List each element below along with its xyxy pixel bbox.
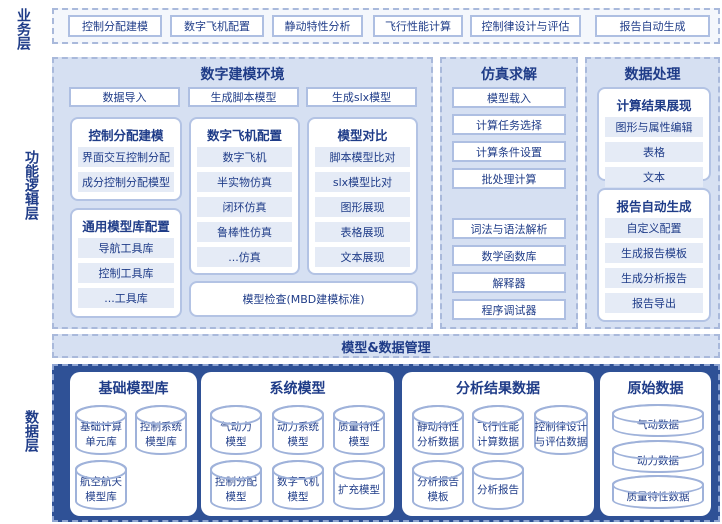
system-model-title: 系统模型 (269, 381, 326, 397)
simulation-title: 仿真求解 (481, 67, 537, 83)
card-item[interactable]: 脚本模型比对 (315, 147, 410, 167)
raw-data-title: 原始数据 (627, 381, 684, 397)
digital-aircraft-card-title: 数字飞机配置 (206, 128, 282, 143)
card-item[interactable]: 图形展现 (315, 197, 410, 217)
database-cylinder-icon[interactable]: 动力数据 (612, 440, 704, 473)
model-compare-card: 模型对比脚本模型比对 slx模型比对图形展现表格展现文本展现 (307, 117, 418, 275)
business-item-button[interactable]: 数字飞机配置 (170, 15, 264, 37)
database-cylinder-icon[interactable]: 分析报告 (472, 460, 524, 510)
card-item[interactable]: ...仿真 (197, 247, 292, 267)
report-generation-card-title: 报告自动生成 (616, 199, 692, 214)
card-item[interactable]: 控制工具库 (78, 263, 174, 283)
business-item-button[interactable]: 控制分配建模 (68, 15, 162, 37)
business-item-button[interactable]: 飞行性能计算 (373, 15, 463, 37)
card-item[interactable]: 鲁棒性仿真 (197, 222, 292, 242)
database-cylinder-icon[interactable]: 分析报告 模板 (412, 460, 464, 510)
card-item[interactable]: 导航工具库 (78, 238, 174, 258)
database-cylinder-icon[interactable]: 扩充模型 (333, 460, 385, 510)
modeling-top-button[interactable]: 生成slx模型 (306, 87, 417, 107)
database-cylinder-icon[interactable]: 数字飞机 模型 (272, 460, 324, 510)
model-data-management-bar: 模型&数据管理 (52, 334, 720, 358)
card-item[interactable]: 界面交互控制分配 (78, 147, 174, 167)
database-cylinder-icon[interactable]: 航空航天 模型库 (75, 460, 127, 510)
modeling-top-button[interactable]: 生成脚本模型 (188, 87, 299, 107)
card-item[interactable]: 生成报告模板 (605, 243, 703, 263)
layer-label-data: 数据层 (23, 410, 39, 452)
card-item[interactable]: 闭环仿真 (197, 197, 292, 217)
database-cylinder-icon[interactable]: 质量特性数据 (612, 475, 704, 509)
layer-label-function: 功能逻辑层 (23, 150, 39, 220)
modeling-title: 数字建模环境 (200, 67, 285, 83)
card-item[interactable]: 半实物仿真 (197, 172, 292, 192)
card-item[interactable]: 成分控制分配模型 (78, 172, 174, 192)
database-cylinder-icon[interactable]: 控制分配 模型 (210, 460, 262, 510)
simulation-button[interactable]: 词法与语法解析 (452, 218, 566, 239)
modeling-top-button[interactable]: 数据导入 (69, 87, 180, 107)
database-cylinder-icon[interactable]: 气动力 模型 (210, 405, 262, 455)
simulation-button[interactable]: 程序调试器 (452, 299, 566, 320)
model-check-button[interactable]: 模型检查(MBD建模标准) (189, 281, 418, 317)
database-cylinder-icon[interactable]: 控制律设计 与评估数据 (534, 405, 588, 455)
layer-label-business: 业务层 (15, 8, 31, 50)
card-item[interactable]: 生成分析报告 (605, 268, 703, 288)
card-item[interactable]: ...工具库 (78, 288, 174, 308)
control-allocation-card-title: 控制分配建模 (88, 128, 164, 143)
card-item[interactable]: 文本展现 (315, 247, 410, 267)
database-cylinder-icon[interactable]: 动力系统 模型 (272, 405, 324, 455)
database-cylinder-icon[interactable]: 基础计算 单元库 (75, 405, 127, 455)
database-cylinder-icon[interactable]: 质量特性 模型 (333, 405, 385, 455)
processing-title: 数据处理 (624, 67, 681, 83)
simulation-button[interactable]: 计算任务选择 (452, 114, 566, 135)
model-library-card-title: 通用模型库配置 (82, 219, 170, 234)
business-item-button[interactable]: 静动特性分析 (272, 15, 363, 37)
card-item[interactable]: 文本 (605, 167, 703, 187)
database-cylinder-icon[interactable]: 飞行性能 计算数据 (472, 405, 524, 455)
card-item[interactable]: 自定义配置 (605, 218, 703, 238)
database-cylinder-icon[interactable]: 控制系统 模型库 (135, 405, 187, 455)
card-item[interactable]: 表格 (605, 142, 703, 162)
card-item[interactable]: 报告导出 (605, 293, 703, 313)
simulation-button[interactable]: 计算条件设置 (452, 141, 566, 162)
business-item-button[interactable]: 报告自动生成 (595, 15, 710, 37)
base-model-library-title: 基础模型库 (98, 381, 169, 397)
card-item[interactable]: 表格展现 (315, 222, 410, 242)
result-display-card-title: 计算结果展现 (616, 98, 692, 113)
card-item[interactable]: slx模型比对 (315, 172, 410, 192)
digital-aircraft-card: 数字飞机配置数字飞机半实物仿真闭环仿真鲁棒性仿真 ...仿真 (189, 117, 300, 275)
model-library-card: 通用模型库配置导航工具库控制工具库 ...工具库 (70, 208, 182, 318)
simulation-button[interactable]: 数学函数库 (452, 245, 566, 266)
database-cylinder-icon[interactable]: 静动特性 分析数据 (412, 405, 464, 455)
control-allocation-card: 控制分配建模界面交互控制分配成分控制分配模型 (70, 117, 182, 201)
report-generation-card: 报告自动生成自定义配置生成报告模板生成分析报告报告导出 (597, 188, 711, 322)
result-display-card: 计算结果展现图形与属性编辑表格文本 (597, 87, 711, 187)
analysis-result-data-title: 分析结果数据 (456, 381, 540, 397)
card-item[interactable]: 图形与属性编辑 (605, 117, 703, 137)
simulation-button[interactable]: 解释器 (452, 272, 566, 293)
simulation-button[interactable]: 批处理计算 (452, 168, 566, 189)
database-cylinder-icon[interactable]: 气动数据 (612, 404, 704, 437)
card-item[interactable]: 数字飞机 (197, 147, 292, 167)
business-item-button[interactable]: 控制律设计与评估 (470, 15, 581, 37)
simulation-button[interactable]: 模型载入 (452, 87, 566, 108)
model-compare-card-title: 模型对比 (337, 128, 388, 143)
